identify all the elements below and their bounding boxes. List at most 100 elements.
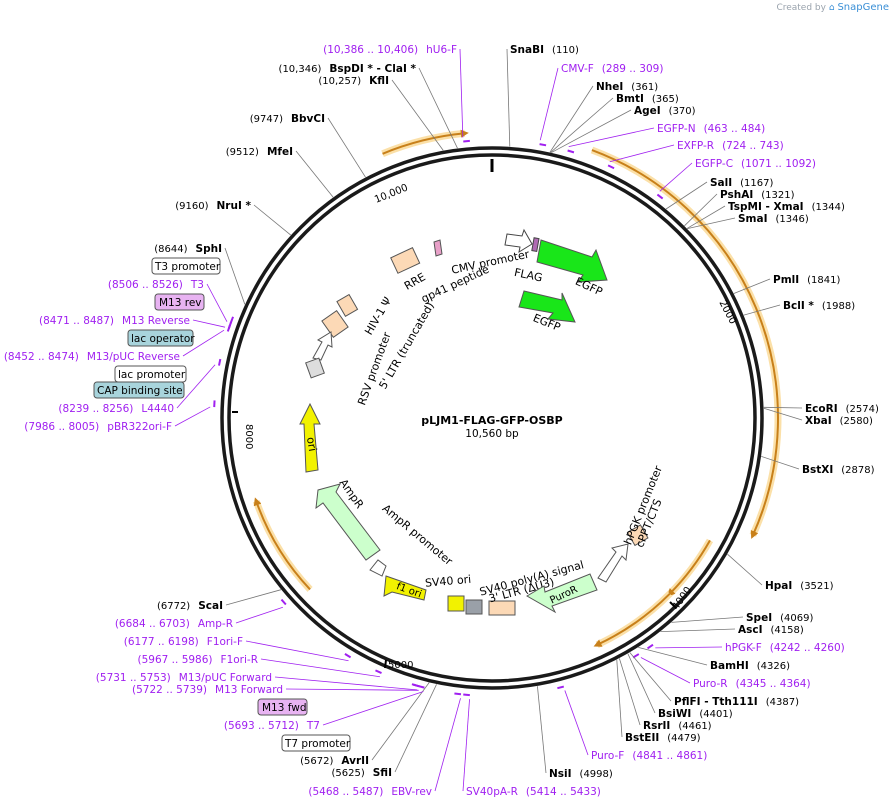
leader-lines <box>174 48 803 792</box>
primer-coord: (7986 .. 8005) <box>24 421 99 433</box>
enzyme-name: BspDI * - ClaI * <box>329 63 416 75</box>
ltr3-box <box>488 600 516 616</box>
enzyme-leader <box>627 653 656 714</box>
enzyme-coord: (9747) <box>250 114 283 125</box>
enzyme-name: XbaI <box>805 415 832 427</box>
primer-coord: (5731 .. 5753) <box>96 672 171 684</box>
m13-fwd-box <box>257 698 308 716</box>
primer-coord: (4841 .. 4861) <box>632 750 707 762</box>
enzyme-coord: (1346) <box>776 214 809 225</box>
enzyme-name: AvrII <box>341 755 369 767</box>
snapgene-logo-icon: ⌂ <box>828 3 835 13</box>
snapgene-brand: Created by ⌂ SnapGene <box>776 2 889 13</box>
enzyme-coord: (4158) <box>771 625 804 636</box>
enzyme-name: SnaBI <box>510 44 544 56</box>
enzyme-leader <box>733 278 771 294</box>
primer-coord: (5414 .. 5433) <box>526 786 601 798</box>
primer-name: F1ori-F <box>207 636 243 648</box>
orf-arc-lower-left <box>253 497 311 591</box>
enzyme-coord: (361) <box>631 82 658 93</box>
primer-coord: (10,386 .. 10,406) <box>323 44 418 56</box>
orf-arcs <box>252 129 782 648</box>
primer-site-mark <box>229 316 234 324</box>
primer-name: M13 Forward <box>215 684 283 696</box>
enzyme-name: BbvCI <box>291 113 325 125</box>
primer-leader <box>174 406 211 427</box>
enzyme-name: RsrII <box>643 720 670 732</box>
enzyme-coord: (5672) <box>300 756 333 767</box>
enzyme-leader <box>686 205 726 229</box>
primer-coord: (1071 .. 1092) <box>741 158 816 170</box>
tick-10000: 10,000 <box>373 182 410 205</box>
enzyme-leader <box>391 79 444 151</box>
primer-name: F1ori-R <box>221 654 258 666</box>
primer-leader <box>659 162 693 192</box>
t3-promoter-label: T3 promoter <box>154 261 221 273</box>
primer-site-mark <box>463 693 470 697</box>
enzyme-leader <box>743 304 781 316</box>
cmv-promoter-arrow <box>504 228 533 254</box>
enzyme-leader <box>761 456 800 470</box>
enzyme-leader <box>763 406 803 409</box>
gp41-marker <box>433 239 443 257</box>
primer-leader <box>182 329 225 357</box>
ori-arrow <box>299 402 321 473</box>
enzyme-name: SphI <box>196 243 222 255</box>
ampr-arrow <box>315 483 381 561</box>
enzyme-name: TspMI - XmaI <box>728 201 804 213</box>
enzyme-name: EcoRI <box>805 403 838 415</box>
primer-name: Amp-R <box>198 618 233 630</box>
enzyme-name: AgeI <box>634 105 661 117</box>
primer-coord: (289 .. 309) <box>602 63 664 75</box>
enzyme-name: BsiWI <box>658 708 691 720</box>
f1ori-label: f1 ori <box>395 581 423 600</box>
enzyme-leader <box>727 553 763 586</box>
hiv-psi-label: HIV-1 Ψ <box>362 295 394 338</box>
enzyme-coord: (10,346) <box>279 64 322 75</box>
primer-coord: (8506 .. 8526) <box>108 279 183 291</box>
cap-site-box <box>93 381 185 399</box>
primer-name: EBV-rev <box>391 786 432 798</box>
enzyme-leader <box>537 686 547 774</box>
enzyme-coord: (9160) <box>175 201 208 212</box>
enzyme-leader <box>684 193 718 227</box>
enzyme-name: BamHI <box>710 660 749 672</box>
enzyme-coord: (2574) <box>846 404 879 415</box>
ampr-promoter-label: AmpR promoter <box>380 502 456 568</box>
enzyme-leader <box>618 658 641 726</box>
enzyme-leader <box>224 247 246 305</box>
primer-site-mark <box>646 643 654 650</box>
primer-name: M13/pUC Forward <box>179 672 272 684</box>
primer-leader <box>260 658 380 678</box>
enzyme-coord: (4479) <box>667 733 700 744</box>
primer-name: T3 <box>190 279 204 291</box>
primer-name: M13/pUC Reverse <box>87 351 180 363</box>
f1ori-arrow <box>383 575 427 601</box>
sv40ori-box <box>447 595 465 612</box>
primer-name: M13 Reverse <box>122 315 190 327</box>
primer-leader <box>285 688 419 691</box>
enzyme-name: SpeI <box>746 612 772 624</box>
primer-coord: (5967 .. 5986) <box>138 654 213 666</box>
primer-leader <box>640 657 691 684</box>
enzyme-leader <box>629 652 672 702</box>
primer-coord: (8471 .. 8487) <box>39 315 114 327</box>
enzyme-coord: (1344) <box>812 202 845 213</box>
enzyme-coord: (4461) <box>678 721 711 732</box>
outer-labels: SnaBI(110)CMV-F(289 .. 309)NheI(361)BmtI… <box>4 44 879 798</box>
primer-site-mark <box>218 358 222 366</box>
primer-leader <box>274 676 418 691</box>
backbone-outer <box>220 146 764 690</box>
primer-leader <box>434 698 461 792</box>
primer-leader <box>568 127 655 148</box>
primer-leader <box>539 67 559 141</box>
enzyme-coord: (1841) <box>807 275 840 286</box>
primer-name: EXFP-R <box>677 140 714 152</box>
cppt-box <box>626 524 649 547</box>
primer-leader <box>245 640 349 662</box>
primer-name: L4440 <box>141 403 174 415</box>
enzyme-coord: (2878) <box>841 465 874 476</box>
primer-name: T7 <box>306 720 320 732</box>
primer-coord: (6177 .. 6198) <box>124 636 199 648</box>
orf-arc-top <box>382 129 469 155</box>
